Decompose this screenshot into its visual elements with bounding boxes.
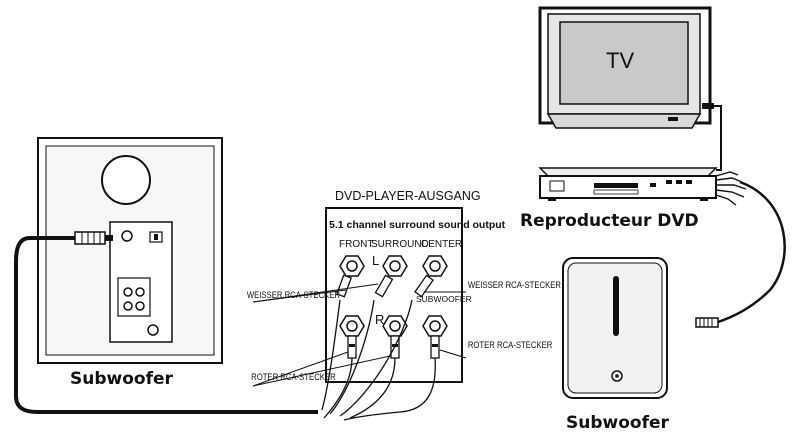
- callout-white-plug-left: WEISSER RCA-STECKER: [247, 289, 340, 300]
- jack-front-right: [339, 315, 365, 337]
- dvd-power-button: [549, 180, 565, 192]
- tv-output-jack: [702, 103, 714, 109]
- audio-output-panel: DVD-PLAYER-AUSGANG 5.1 channel surround …: [321, 189, 506, 421]
- right-channel-marker: R: [375, 312, 384, 327]
- output-panel-heading: DVD-PLAYER-AUSGANG: [335, 189, 481, 203]
- dvd-control-button: [666, 180, 672, 184]
- dvd-output-cables: [715, 171, 747, 206]
- callout-red-plug-left: ROTER RCA-STECKER: [251, 371, 336, 382]
- subwoofer-left: Subwoofer: [37, 137, 223, 389]
- column-label-front: FRONT: [339, 239, 373, 250]
- subwoofer-jack-label: SUBWOOFER: [416, 294, 472, 304]
- tv-base: [546, 113, 702, 129]
- dvd-top: [538, 167, 718, 177]
- left-channel-marker: L: [372, 253, 379, 268]
- white-rca-plug: [335, 274, 434, 298]
- subwoofer-left-label: Subwoofer: [70, 369, 174, 389]
- tv-to-dvd-cable: [714, 105, 722, 171]
- callout-red-plug-right: ROTER RCA-STECKER: [468, 339, 553, 350]
- dvd-to-subwoofer-cable: [717, 180, 786, 324]
- dvd-control-button: [650, 183, 656, 187]
- tv-label: TV: [606, 48, 634, 73]
- subwoofer-right-slot: [613, 276, 619, 336]
- jack-front-left: [339, 255, 365, 277]
- dvd-foot: [548, 198, 556, 201]
- subwoofer-cable-plug: [695, 317, 719, 328]
- subwoofer-right: Subwoofer: [562, 257, 670, 433]
- dvd-control-button: [676, 180, 682, 184]
- subwoofer-left-input-jack: [121, 230, 133, 242]
- jack-subwoofer: [422, 315, 448, 337]
- tv-screen: [559, 21, 689, 105]
- dvd-display: [593, 189, 639, 195]
- jack-surround-left: [382, 255, 408, 277]
- tv-button: [668, 117, 678, 121]
- dvd-player: Reproducteur DVD: [520, 167, 718, 231]
- column-label-center: CENTER: [421, 239, 462, 250]
- jack-center: [422, 255, 448, 277]
- subwoofer-left-port: [101, 155, 151, 205]
- subwoofer-left-rca-block: [117, 277, 151, 317]
- jack-surround-right: [382, 315, 408, 337]
- dvd-disc-tray: [594, 183, 638, 188]
- callout-leader-lines: [252, 283, 467, 387]
- subwoofer-left-cable-plug: [74, 231, 113, 245]
- output-panel-title: 5.1 channel surround sound output: [329, 219, 506, 231]
- subwoofer-left-volume-knob: [147, 324, 159, 336]
- dvd-foot: [700, 198, 708, 201]
- tv: TV: [538, 6, 714, 129]
- subwoofer-right-label: Subwoofer: [566, 413, 670, 433]
- column-label-surround: SURROUND: [371, 239, 429, 250]
- dvd-player-label: Reproducteur DVD: [520, 211, 699, 231]
- dvd-control-button: [686, 180, 692, 184]
- subwoofer-left-cable: [14, 236, 318, 414]
- callout-white-plug-right: WEISSER RCA-STECKER: [468, 279, 561, 290]
